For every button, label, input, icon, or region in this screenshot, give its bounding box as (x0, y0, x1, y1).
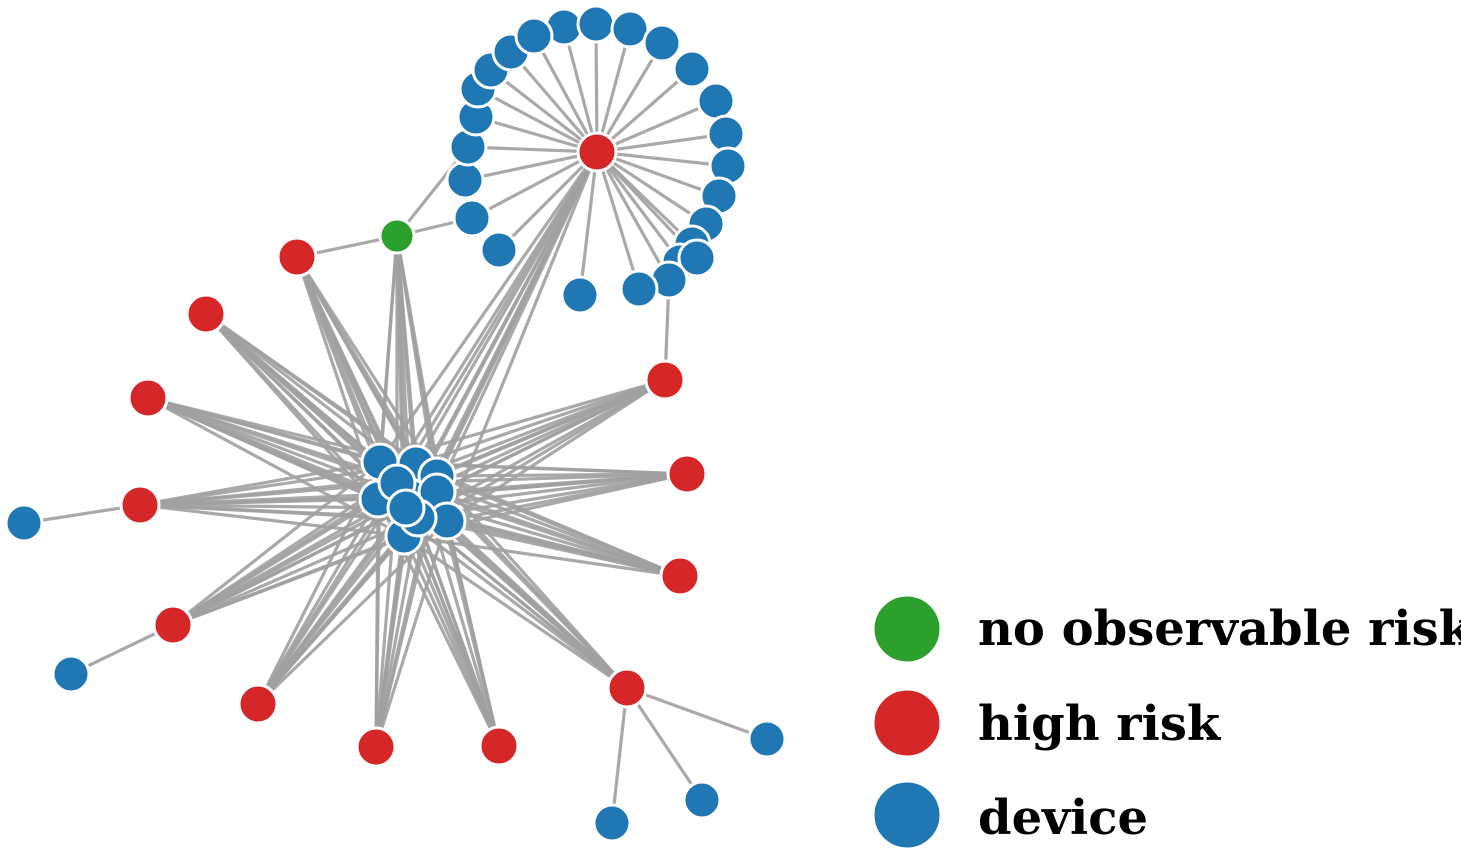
high-risk-node (237, 683, 279, 725)
device-node (696, 81, 736, 121)
device-node (452, 198, 492, 238)
high-risk-node (659, 555, 701, 597)
no-risk-node (378, 217, 416, 255)
network-edge (464, 150, 598, 182)
network-edge (475, 115, 598, 154)
network-edge (467, 145, 598, 154)
device-node (592, 803, 632, 843)
high-risk-node (576, 131, 618, 173)
high-risk-node (644, 359, 686, 401)
device-node (747, 719, 787, 759)
legend-no-risk-label: no observable risk (978, 601, 1461, 657)
network-edge (256, 507, 408, 705)
network-edge (395, 151, 599, 484)
high-risk-node (276, 236, 318, 278)
network-edge (578, 151, 599, 296)
network-edge (595, 151, 641, 290)
network-edge (172, 534, 405, 627)
legend-no-risk-swatch (871, 593, 943, 665)
high-risk-node (185, 293, 227, 335)
network-edge (595, 42, 664, 153)
high-risk-node (127, 377, 169, 419)
high-risk-node (119, 484, 161, 526)
network-edge (477, 87, 598, 154)
device-node (619, 269, 659, 309)
network-edge (594, 23, 599, 153)
network-edge (417, 378, 666, 520)
device-node (560, 275, 600, 315)
device-node (610, 9, 650, 49)
network-edge (403, 534, 628, 690)
legend: no observable risk high risk device (871, 593, 1461, 851)
device-node (479, 230, 519, 270)
high-risk-node (355, 726, 397, 768)
high-risk-node (666, 453, 708, 495)
device-node (51, 654, 91, 694)
network-edge (436, 472, 688, 494)
network-edge (416, 151, 599, 519)
device-node (445, 160, 485, 200)
device-node (682, 780, 722, 820)
network-edge (374, 517, 420, 748)
network-edge (596, 150, 707, 226)
edge-layer (23, 23, 768, 824)
network-edge (562, 26, 599, 153)
network-edge (147, 396, 405, 538)
network-edge (256, 482, 399, 705)
network-edge (596, 132, 727, 154)
device-node (677, 238, 717, 278)
network-edge (509, 50, 599, 154)
network-edge (403, 534, 681, 578)
legend-device-swatch (871, 779, 943, 851)
device-node (386, 488, 426, 528)
network-edge (404, 151, 599, 509)
network-edge (471, 150, 598, 220)
network-edge (415, 378, 666, 466)
network-edge (596, 150, 729, 168)
network-edge (595, 28, 632, 153)
network-edge (378, 151, 599, 463)
network-edge (625, 687, 704, 801)
legend-high-risk-swatch (871, 687, 943, 759)
network-edge (596, 150, 720, 198)
network-edge (205, 312, 438, 478)
node-layer (4, 4, 787, 843)
network-edge (172, 481, 398, 627)
network-edge (374, 498, 380, 748)
network-edge (139, 481, 398, 507)
network-edge (490, 68, 598, 154)
network-edge (626, 686, 768, 741)
network-edge (532, 35, 599, 153)
network-edge (595, 67, 694, 154)
legend-high-risk-label: high risk (978, 696, 1222, 752)
network-edge (402, 535, 501, 747)
device-node (514, 16, 554, 56)
device-node (706, 114, 746, 154)
high-risk-node (478, 725, 520, 767)
device-node (672, 49, 712, 89)
network-edge (595, 151, 682, 263)
network-edge (610, 687, 629, 824)
legend-device-label: device (978, 790, 1148, 846)
device-node (4, 503, 44, 543)
network-edge (595, 151, 671, 281)
high-risk-node (152, 604, 194, 646)
network-edge (497, 150, 599, 252)
network-edge (596, 99, 717, 154)
device-node (642, 23, 682, 63)
high-risk-node (606, 667, 648, 709)
network-edge (147, 396, 398, 485)
network-edge (172, 460, 381, 627)
device-node (576, 4, 616, 44)
